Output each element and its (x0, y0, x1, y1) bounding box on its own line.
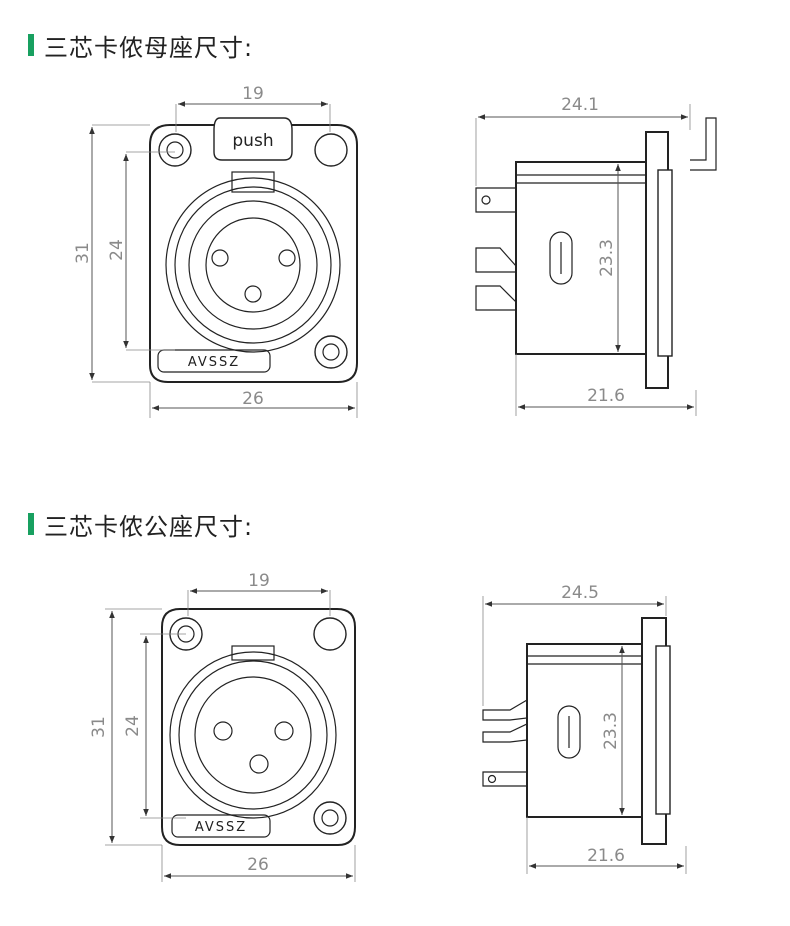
dim-height-inner: 24 (123, 715, 143, 737)
dim-top-width: 24.1 (561, 95, 599, 115)
male-side-body (526, 643, 643, 818)
dim-base-width: 26 (247, 855, 269, 875)
solder-pin (482, 698, 528, 721)
brand-label: AVSSZ (188, 355, 240, 370)
solder-pin (475, 187, 517, 213)
title-accent-bar (28, 34, 34, 56)
female-side-view: 24.1 23.3 21.6 (475, 95, 717, 416)
section-title-male: 三芯卡侬公座尺寸: (28, 509, 254, 541)
mount-hole-inner (166, 141, 184, 159)
female-front-plate (149, 124, 358, 383)
female-mid-ring (174, 186, 332, 344)
pin (249, 754, 269, 774)
female-outer-ring (165, 177, 341, 353)
side-screw-slot (549, 231, 573, 285)
pin (274, 721, 294, 741)
dim-top-width: 24.5 (561, 583, 599, 603)
solder-pin (475, 285, 517, 311)
female-inner-ring (188, 200, 318, 330)
mount-hole-br (314, 335, 348, 369)
solder-pin (475, 247, 517, 273)
male-front-view: AVSSZ 19 31 24 26 (89, 571, 356, 882)
latch-slot (231, 171, 275, 193)
dim-bottom-width: 21.6 (587, 846, 625, 866)
male-side-latch (655, 645, 671, 815)
dim-bottom-width: 21.6 (587, 386, 625, 406)
title-accent-bar (28, 513, 34, 535)
dim-height-inner: 24 (107, 239, 127, 261)
dim-base-width: 26 (242, 389, 264, 409)
side-screw-slot (557, 705, 581, 759)
mount-hole-inner (321, 809, 339, 827)
male-side-view: 24.5 23.3 21.6 (482, 583, 687, 874)
brand-plate (157, 349, 271, 373)
mount-hole-tr (313, 617, 347, 651)
pin-socket (244, 285, 262, 303)
female-insert (205, 217, 301, 313)
mount-hole-tl (158, 133, 192, 167)
dim-height-outer: 31 (73, 242, 93, 264)
dim-width: 19 (248, 571, 270, 591)
mount-hole-inner (322, 343, 340, 361)
mount-hole-tr (314, 133, 348, 167)
pin-socket (278, 249, 296, 267)
section-title-text: 三芯卡侬母座尺寸: (44, 33, 254, 62)
section-title-female: 三芯卡侬母座尺寸: (28, 30, 254, 62)
solder-pin (482, 723, 528, 743)
female-side-body (515, 161, 647, 355)
female-side-push-tab (690, 117, 717, 171)
push-label: push (232, 131, 273, 151)
push-latch (213, 117, 293, 161)
brand-plate (171, 814, 271, 838)
mount-hole-br (313, 801, 347, 835)
section-title-text: 三芯卡侬公座尺寸: (44, 512, 254, 541)
dim-width: 19 (242, 84, 264, 104)
pin (213, 721, 233, 741)
latch-notch (231, 645, 275, 661)
dim-side-height: 23.3 (597, 239, 617, 277)
female-front-view: push AVSSZ 19 31 24 26 (73, 84, 358, 418)
male-outer-ring (169, 651, 337, 819)
dim-height-outer: 31 (89, 716, 109, 738)
male-mid-ring (178, 660, 328, 810)
female-side-latch (657, 169, 673, 357)
solder-pin (482, 771, 528, 787)
dim-side-height: 23.3 (601, 712, 621, 750)
male-inner-ring (194, 676, 312, 794)
pin-socket (211, 249, 229, 267)
brand-label: AVSSZ (195, 820, 247, 835)
